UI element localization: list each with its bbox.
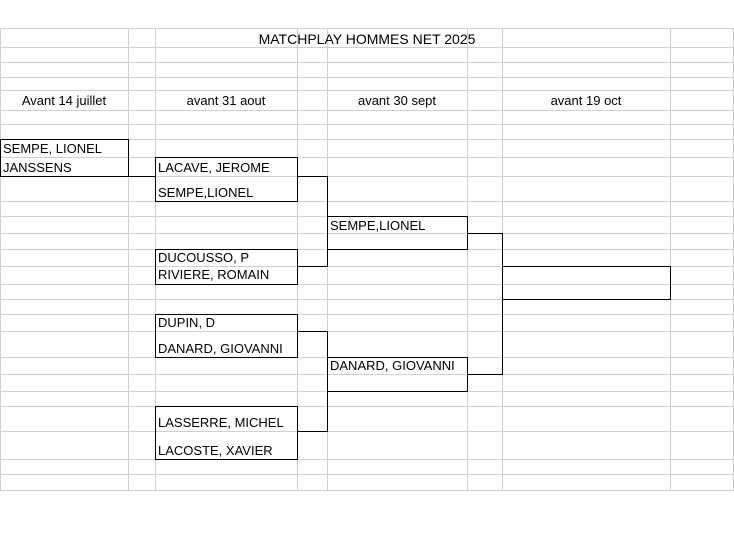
player-name: SEMPE,LIONEL <box>330 218 426 233</box>
match-box-round2 <box>155 249 298 285</box>
player-name: JANSSENS <box>3 160 72 175</box>
gridline <box>0 157 734 158</box>
gridline <box>0 474 734 475</box>
player-name: LACOSTE, XAVIER <box>158 443 273 458</box>
match-box-final <box>502 266 671 300</box>
match-box-round1 <box>0 139 129 177</box>
gridline <box>0 431 734 432</box>
column-header-round3: avant 30 sept <box>357 93 437 108</box>
gridline <box>0 314 734 315</box>
gridline <box>0 47 734 48</box>
bracket-connector <box>297 176 328 177</box>
bracket-connector <box>297 266 328 267</box>
gridline <box>0 28 734 29</box>
column-header-round2: avant 31 aout <box>186 93 266 108</box>
gridline <box>0 110 734 111</box>
match-box-round2 <box>155 314 298 358</box>
player-name: RIVIERE, ROMAIN <box>158 267 270 282</box>
gridline <box>0 176 734 177</box>
bracket-connector <box>467 374 503 375</box>
gridline <box>0 406 734 407</box>
gridline <box>0 124 734 125</box>
gridline <box>128 28 129 490</box>
player-name: SEMPE,LIONEL <box>158 185 254 200</box>
player-name: DUCOUSSO, P <box>158 250 250 265</box>
gridline <box>670 28 671 490</box>
gridline <box>0 284 734 285</box>
gridline <box>0 374 734 375</box>
gridline <box>0 139 734 140</box>
player-name: SEMPE, LIONEL <box>3 141 102 156</box>
gridline <box>0 331 734 332</box>
gridline <box>0 201 734 202</box>
player-name: DANARD, GIOVANNI <box>158 341 283 356</box>
player-name: LASSERRE, MICHEL <box>158 415 284 430</box>
gridline <box>0 90 734 91</box>
bracket-connector <box>502 233 503 375</box>
player-name: LACAVE, JEROME <box>158 160 270 175</box>
gridline <box>467 28 468 490</box>
gridline <box>0 266 734 267</box>
bracket-connector <box>128 176 156 177</box>
column-header-round1: Avant 14 juillet <box>21 93 107 108</box>
player-name: DUPIN, D <box>158 315 216 330</box>
bracket-connector <box>467 233 503 234</box>
gridline <box>0 28 1 490</box>
match-box-round2 <box>155 406 298 460</box>
sheet-title: MATCHPLAY HOMMES NET 2025 <box>258 31 476 47</box>
match-box-round2 <box>155 157 298 202</box>
bracket-connector <box>297 331 328 332</box>
gridline <box>0 299 734 300</box>
player-name: DANARD, GIOVANNI <box>330 358 455 373</box>
bracket-connector <box>297 431 328 432</box>
gridline <box>0 62 734 63</box>
column-header-final: avant 19 oct <box>550 93 622 108</box>
gridline <box>0 77 734 78</box>
gridline <box>0 233 734 234</box>
gridline <box>0 459 734 460</box>
gridline <box>0 490 734 491</box>
